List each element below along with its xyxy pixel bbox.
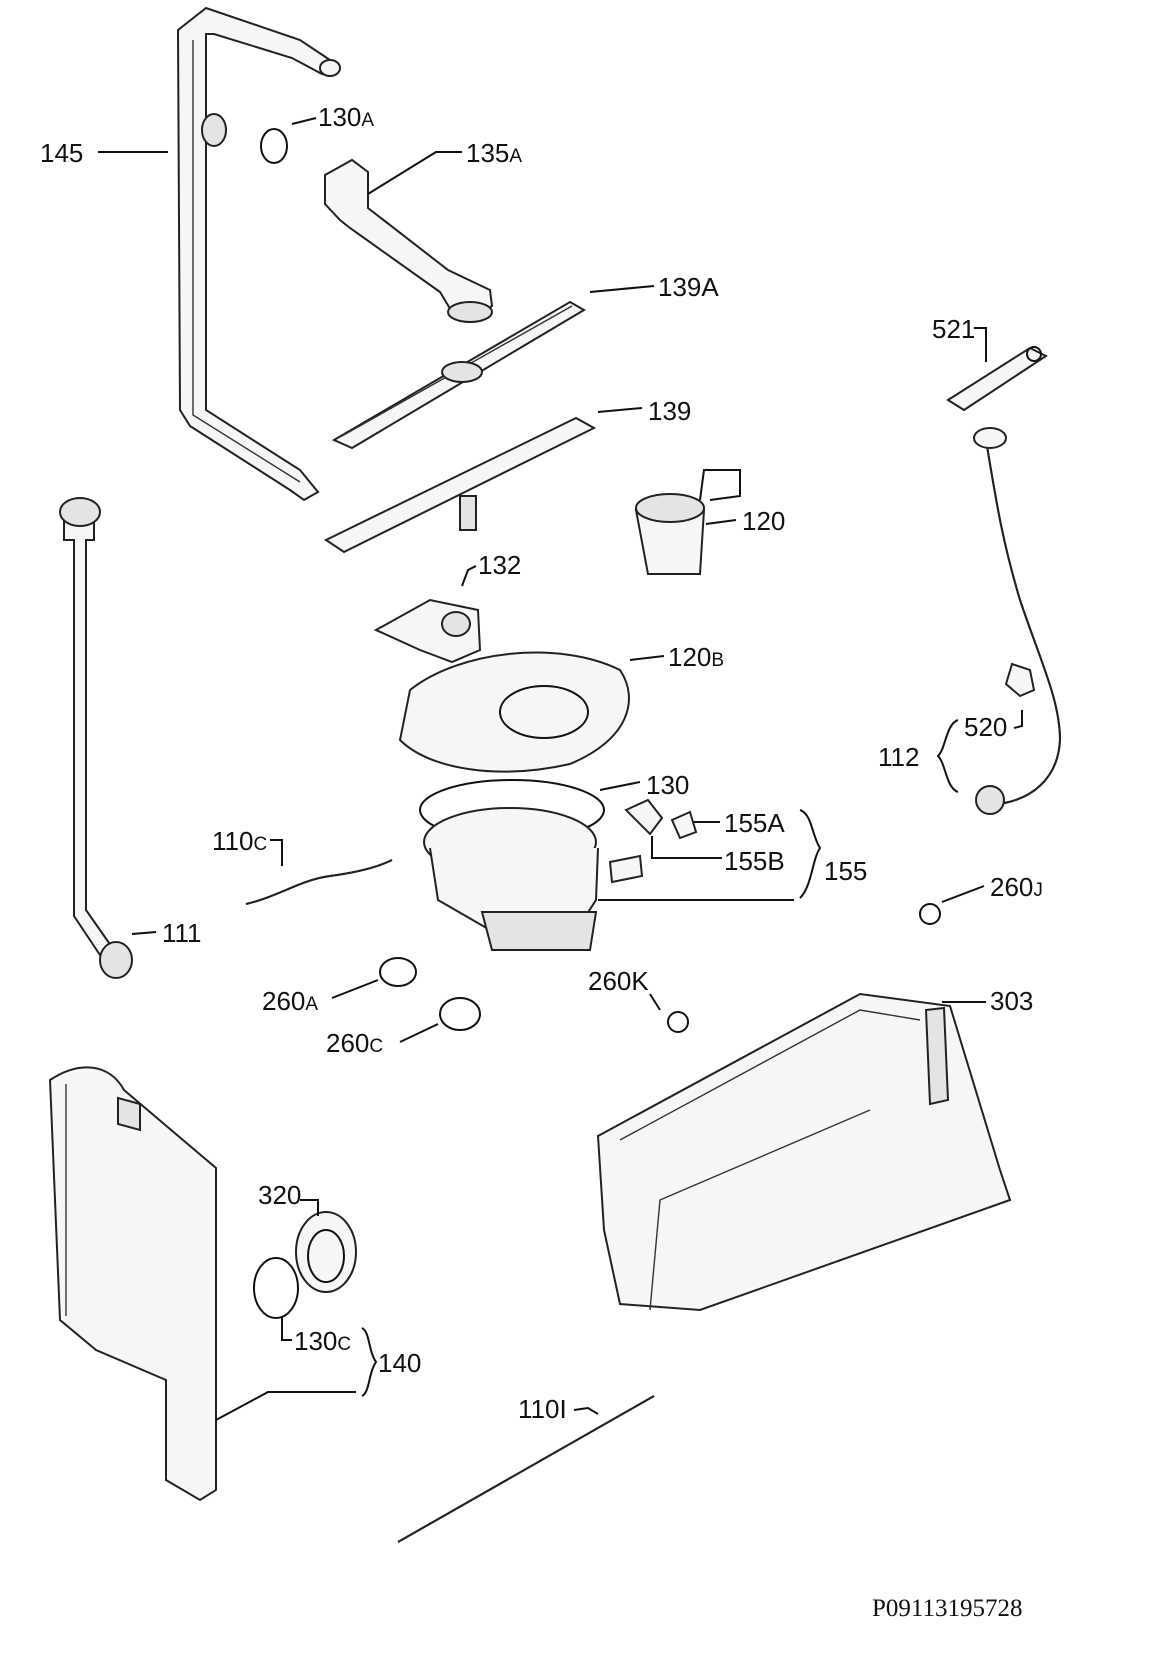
part-120b-coarse-filter [398,651,630,773]
part-140-water-tank [48,1066,217,1502]
label-260a-main: 260 [262,986,306,1016]
label-521: 521 [932,314,976,344]
part-145-supply-pipe [176,6,341,502]
label-130c-suffix: C [337,1334,352,1355]
label-260k: 260K [588,966,649,996]
part-130c-ring [253,1257,299,1319]
part-132-sensor [373,598,482,664]
label-132: 132 [478,550,522,580]
label-120b-main: 120 [668,642,712,672]
label-135a-suffix: A [509,146,523,167]
label-155b: 155B [724,846,785,876]
part-320-seal [295,1211,357,1293]
label-260a-suffix: A [305,994,319,1015]
part-139-lower-spray-arm [323,416,597,554]
label-320: 320 [258,1180,302,1210]
label-130c: 130C [294,1328,351,1358]
part-110i-tube [397,1395,655,1543]
part-112-drain-hose [973,427,1062,815]
part-303-base [596,992,1012,1312]
label-260c-suffix: C [369,1036,384,1057]
label-130a: 130A [318,104,374,134]
label-303: 303 [990,986,1034,1016]
label-139a: 139A [658,272,719,302]
label-110c-main: 110 [212,826,254,856]
part-260j-clamp [919,903,941,925]
label-260j: 260J [990,874,1043,904]
label-120: 120 [742,506,786,536]
part-260a-clamp [379,957,417,987]
label-130c-main: 130 [294,1326,338,1356]
label-140: 140 [378,1348,422,1378]
part-111-inlet-hose [59,497,133,979]
label-130a-main: 130 [318,102,362,132]
part-110c-hose [245,859,393,905]
label-145: 145 [40,138,84,168]
label-120b-suffix: B [711,650,725,671]
label-520: 520 [964,712,1008,742]
part-520-clip [1004,662,1036,698]
drawing-code: P09113195728 [872,1595,1023,1622]
label-110c: 110C [212,828,267,858]
label-135a: 135A [466,140,522,170]
label-110i: 110I [518,1394,567,1424]
label-110c-suffix: C [253,834,268,855]
label-260j-suffix: J [1033,880,1043,901]
label-260c-main: 260 [326,1028,370,1058]
label-111: 111 [162,918,202,948]
label-130: 130 [646,770,690,800]
label-155a: 155A [724,808,785,838]
label-112: 112 [878,742,920,772]
label-120b: 120B [668,644,724,674]
part-260c-clamp [439,997,481,1031]
label-260a: 260A [262,988,318,1018]
label-260c: 260C [326,1030,383,1060]
part-521-bracket [946,346,1048,412]
part-139a-upper-spray-arm [331,300,586,450]
label-130a-suffix: A [361,110,375,131]
label-155: 155 [824,856,868,886]
part-260k-clamp [667,1011,689,1033]
label-139: 139 [648,396,692,426]
part-130a-o-ring [260,128,288,164]
part-155-sump-assembly [423,798,698,951]
leader-lines [98,117,1023,1421]
part-120-filter [634,469,741,575]
part-135a-feed-pipe [324,158,494,323]
label-260j-main: 260 [990,872,1034,902]
label-135a-main: 135 [466,138,510,168]
